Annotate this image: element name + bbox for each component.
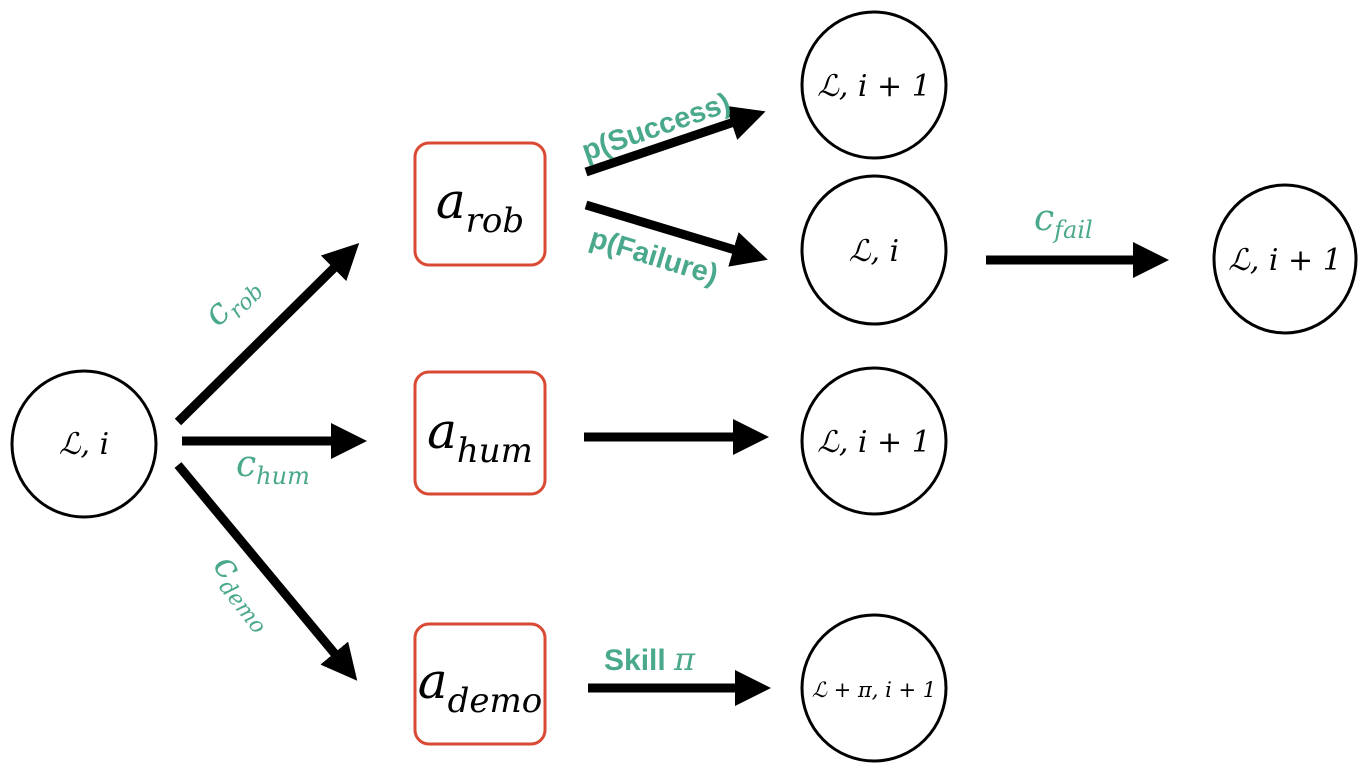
state-hum-result-script: ℒ [817, 425, 840, 460]
action-node-demo: ademo [413, 622, 547, 746]
label-c-hum: chum [236, 444, 310, 490]
action-hum-base: a [427, 402, 457, 460]
action-demo-base: a [418, 652, 448, 710]
action-rob-base: a [436, 172, 466, 230]
svg-text:ahum: ahum [427, 402, 533, 471]
state-rob-success-rest: , i + 1 [839, 69, 931, 104]
action-rob-sub: rob [466, 201, 525, 241]
state-fail-result-rest: , i + 1 [1250, 243, 1342, 278]
label-c-hum-base: c [236, 444, 256, 485]
state-node-rob-success: ℒ, i + 1 [800, 10, 948, 160]
arrow-start-to-demo [174, 462, 358, 681]
label-c-rob: crob [195, 264, 269, 338]
state-node-start: ℒ, i [10, 369, 158, 519]
state-node-hum-result: ℒ, i + 1 [800, 366, 948, 516]
state-rob-success-script: ℒ [817, 69, 840, 104]
state-node-rob-failure: ℒ, i [800, 174, 948, 326]
state-hum-result-rest: , i + 1 [839, 425, 931, 460]
state-fail-result-script: ℒ [1228, 243, 1251, 278]
label-c-fail: cfail [1034, 198, 1093, 244]
label-skill-text: Skill [604, 644, 674, 677]
state-demo-result-script: ℒ [812, 678, 828, 702]
state-start-rest: , i [80, 427, 109, 462]
svg-text:ℒ, i + 1: ℒ, i + 1 [817, 425, 931, 460]
label-skill: Skill π [604, 640, 696, 678]
action-node-rob: arob [413, 141, 547, 267]
state-demo-result-rest: + π, i + 1 [827, 678, 936, 702]
svg-text:ℒ, i: ℒ, i [849, 234, 899, 269]
svg-text:ademo: ademo [418, 652, 542, 721]
arrow-rob-success [584, 105, 766, 177]
label-c-hum-sub: hum [256, 462, 310, 490]
state-rob-failure-rest: , i [870, 234, 899, 269]
svg-text:ℒ, i + 1: ℒ, i + 1 [817, 69, 931, 104]
state-node-demo-result: ℒ + π, i + 1 [800, 613, 948, 763]
label-skill-symbol: π [673, 640, 696, 678]
svg-text:ℒ, i + 1: ℒ, i + 1 [1228, 243, 1342, 278]
action-hum-sub: hum [457, 431, 533, 471]
label-c-demo: cdemo [201, 546, 287, 638]
state-rob-failure-script: ℒ [849, 234, 872, 269]
action-node-hum: ahum [413, 370, 547, 496]
svg-text:arob: arob [436, 172, 524, 241]
arrows [174, 105, 1169, 706]
arrow-rob-failure [584, 200, 768, 267]
label-c-demo-sub: demo [213, 575, 270, 639]
label-c-fail-base: c [1034, 198, 1054, 239]
arrow-start-to-rob [174, 243, 360, 426]
action-demo-sub: demo [448, 681, 543, 721]
state-start-script: ℒ [59, 427, 82, 462]
label-c-fail-sub: fail [1052, 216, 1093, 244]
svg-text:ℒ + π, i + 1: ℒ + π, i + 1 [812, 678, 936, 702]
label-p-failure: p(Failure) [586, 222, 722, 291]
svg-text:ℒ, i: ℒ, i [59, 427, 109, 462]
state-node-fail-result: ℒ, i + 1 [1212, 183, 1358, 335]
